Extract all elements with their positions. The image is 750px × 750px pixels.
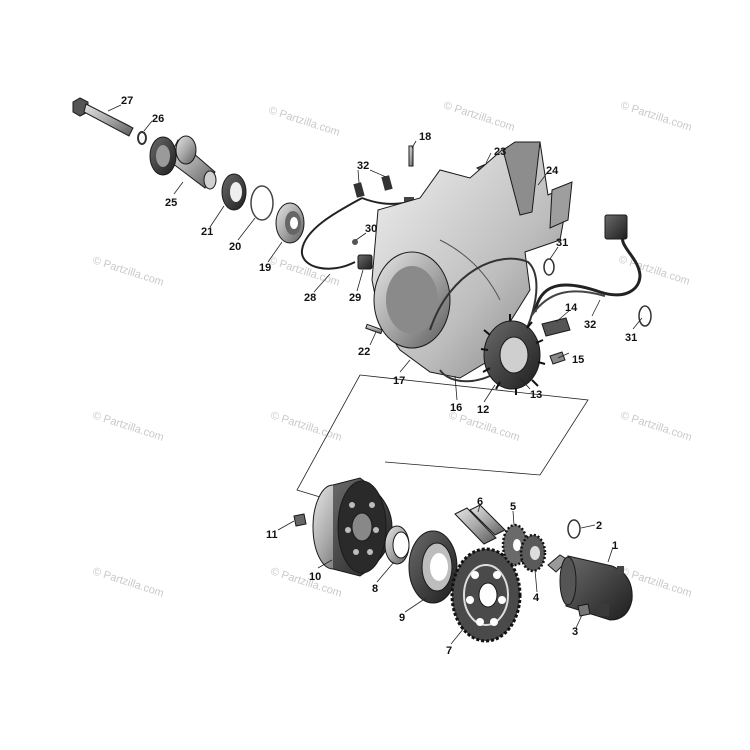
assembly-bracket <box>296 374 361 498</box>
callout-8: 8 <box>372 583 378 595</box>
part-20-circlip <box>250 185 274 221</box>
callout-6: 6 <box>477 496 483 508</box>
part-29-sensor <box>357 254 373 270</box>
watermark: © Partzilla.com <box>619 409 693 443</box>
part-4-gear <box>519 533 547 573</box>
watermark: © Partzilla.com <box>617 253 691 287</box>
callout-31: 31 <box>625 332 637 344</box>
callout-13: 13 <box>530 389 542 401</box>
part-14-clamp <box>541 317 571 337</box>
callout-32: 32 <box>357 160 369 172</box>
part-9-starter-clutch <box>408 530 458 604</box>
callout-9: 9 <box>399 612 405 624</box>
stator-harness <box>531 214 642 316</box>
callout-29: 29 <box>349 292 361 304</box>
part-7-starter-gear <box>450 547 522 643</box>
part-22-dowel <box>365 323 383 335</box>
watermark: © Partzilla.com <box>91 565 165 599</box>
part-31-cable-tie <box>638 305 652 327</box>
callout-21: 21 <box>201 226 213 238</box>
callout-labels: 27 26 25 21 20 19 18 23 24 32 30 28 29 3… <box>121 95 637 657</box>
watermark: © Partzilla.com <box>267 104 341 138</box>
callout-15: 15 <box>572 354 584 366</box>
callout-23: 23 <box>494 146 506 158</box>
part-30-screw <box>352 239 358 245</box>
part-8-bushing <box>384 525 410 565</box>
part-21-oil-seal <box>221 173 247 211</box>
part-31-cable-tie <box>543 258 555 276</box>
callout-16: 16 <box>450 402 462 414</box>
callout-4: 4 <box>533 592 540 604</box>
part-19-bearing <box>275 202 305 244</box>
callout-12: 12 <box>477 404 489 416</box>
callout-31: 31 <box>556 237 568 249</box>
callout-30: 30 <box>365 223 377 235</box>
part-2-o-ring <box>567 519 581 539</box>
watermark: © Partzilla.com <box>91 254 165 288</box>
callout-19: 19 <box>259 262 271 274</box>
watermark: © Partzilla.com <box>269 565 343 599</box>
callout-27: 27 <box>121 95 133 107</box>
callout-2: 2 <box>596 520 602 532</box>
callout-26: 26 <box>152 113 164 125</box>
assembly-bracket <box>359 374 589 476</box>
callout-24: 24 <box>546 165 559 177</box>
callout-20: 20 <box>229 241 241 253</box>
part-17-magneto-cover <box>371 141 573 379</box>
part-6-pins <box>454 504 506 545</box>
callout-18: 18 <box>419 131 431 143</box>
part-32-connectors <box>353 175 393 198</box>
callout-3: 3 <box>572 626 578 638</box>
part-12-stator <box>480 314 546 395</box>
part-26-washer <box>137 131 147 145</box>
callout-leaders <box>107 104 643 645</box>
part-25-starter-gear-shaft <box>149 135 217 190</box>
callout-22: 22 <box>358 346 370 358</box>
part-15-screw <box>549 351 566 365</box>
callout-5: 5 <box>510 501 516 513</box>
callout-25: 25 <box>165 197 177 209</box>
part-1-starter-motor <box>547 554 633 621</box>
callout-10: 10 <box>309 571 321 583</box>
watermark: © Partzilla.com <box>442 99 516 133</box>
callout-11: 11 <box>266 529 278 541</box>
callout-14: 14 <box>565 302 578 314</box>
watermark: © Partzilla.com <box>619 99 693 133</box>
part-27-bolt <box>72 97 134 137</box>
callout-7: 7 <box>446 645 452 657</box>
callout-17: 17 <box>393 375 405 387</box>
part-11-bolt <box>293 513 307 527</box>
part-10-rotor <box>312 477 393 577</box>
watermark: © Partzilla.com <box>91 409 165 443</box>
callout-28: 28 <box>304 292 316 304</box>
part-18-pin <box>408 145 414 167</box>
part-3-bolt <box>577 603 591 617</box>
callout-32: 32 <box>584 319 596 331</box>
part-16-gasket <box>429 257 538 383</box>
callout-1: 1 <box>612 540 618 552</box>
